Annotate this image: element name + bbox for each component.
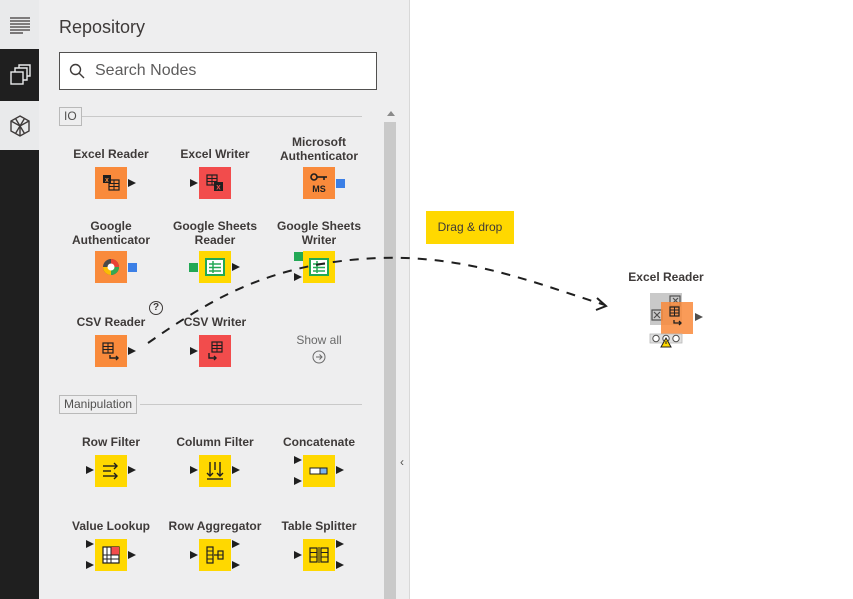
side-rail <box>0 0 39 599</box>
node-label: CSV Writer <box>183 315 247 329</box>
category-label-manipulation: Manipulation <box>59 395 138 414</box>
help-icon[interactable]: ? <box>149 301 163 315</box>
list-lines-icon <box>9 16 30 34</box>
input-port <box>294 456 302 464</box>
panel-splitter[interactable]: ‹ <box>398 0 410 599</box>
credential-port <box>336 179 345 188</box>
node-google-authenticator[interactable] <box>95 251 127 283</box>
node-label: Row Filter <box>81 435 140 449</box>
repository-tab[interactable] <box>0 101 39 150</box>
output-port <box>232 561 240 569</box>
category-label-io: IO <box>59 107 82 126</box>
node-column-filter[interactable] <box>199 455 231 487</box>
drag-drop-hint: Drag & drop <box>426 211 514 244</box>
node-label: Google Sheets Reader <box>172 219 258 247</box>
node-table-splitter[interactable] <box>303 539 335 571</box>
key-icon: MS <box>303 167 335 199</box>
output-port <box>232 540 240 548</box>
node-concatenate[interactable] <box>303 455 335 487</box>
output-port <box>128 551 136 559</box>
input-port <box>190 179 198 187</box>
credential-port <box>128 263 137 272</box>
column-filter-icon <box>199 455 231 487</box>
input-port <box>294 477 302 485</box>
input-port <box>294 273 302 281</box>
input-port <box>86 466 94 474</box>
node-label: Excel Reader <box>73 147 149 161</box>
node-google-sheets-writer[interactable] <box>303 251 335 283</box>
node-csv-reader[interactable] <box>95 335 127 367</box>
node-label: Value Lookup <box>71 519 150 533</box>
svg-text:x: x <box>105 177 109 184</box>
node-label: Excel Writer <box>180 147 250 161</box>
node-label: Table Splitter <box>281 519 357 533</box>
node-csv-writer[interactable] <box>199 335 231 367</box>
svg-text:MS: MS <box>312 184 326 194</box>
output-port <box>232 263 240 271</box>
panel-title: Repository <box>59 17 146 37</box>
input-port <box>190 466 198 474</box>
scroll-thumb[interactable] <box>384 122 396 599</box>
collapse-chevron-icon[interactable]: ‹ <box>400 455 404 469</box>
node-label: Column Filter <box>176 435 254 449</box>
node-label: CSV Reader <box>76 315 146 329</box>
node-label: Concatenate <box>282 435 356 449</box>
output-port <box>232 466 240 474</box>
cube-icon <box>9 114 30 137</box>
node-row-filter[interactable] <box>95 455 127 487</box>
input-port <box>294 551 302 559</box>
scroll-up-arrow[interactable] <box>387 111 395 116</box>
output-port <box>128 347 136 355</box>
show-all-label: Show all <box>296 333 342 347</box>
value-lookup-icon <box>95 539 127 571</box>
show-all-link[interactable]: Show all <box>283 333 355 367</box>
scrollbar[interactable] <box>384 108 397 599</box>
credential-port <box>189 263 198 272</box>
arrow-circle-icon <box>312 350 326 364</box>
credential-port <box>294 252 303 261</box>
row-aggregator-icon <box>199 539 231 571</box>
input-port <box>86 540 94 548</box>
node-label: Google Sheets Writer <box>276 219 362 247</box>
output-port <box>336 561 344 569</box>
input-port <box>190 347 198 355</box>
output-port <box>128 179 136 187</box>
output-port <box>336 466 344 474</box>
search-icon <box>69 63 85 79</box>
node-label: Row Aggregator <box>168 519 262 533</box>
output-port <box>336 540 344 548</box>
node-excel-reader[interactable]: x <box>95 167 127 199</box>
node-label: Google Authenticator <box>72 219 150 247</box>
node-microsoft-authenticator[interactable]: MS <box>303 167 335 199</box>
csv-reader-icon <box>95 335 127 367</box>
sheets-reader-icon <box>199 251 231 283</box>
google-icon <box>95 251 127 283</box>
excel-reader-icon: x <box>95 167 127 199</box>
node-google-sheets-reader[interactable] <box>199 251 231 283</box>
category-divider <box>140 404 362 405</box>
node-value-lookup[interactable] <box>95 539 127 571</box>
csv-writer-icon <box>199 335 231 367</box>
sheets-writer-icon <box>303 251 335 283</box>
node-label: Microsoft Authenticator <box>280 135 358 163</box>
dropped-node-label: Excel Reader <box>628 270 704 284</box>
search-box[interactable] <box>59 52 377 90</box>
concatenate-icon <box>303 455 335 487</box>
stacked-windows-icon <box>9 63 31 85</box>
input-port <box>190 551 198 559</box>
row-filter-icon <box>95 455 127 487</box>
dropped-excel-reader-node[interactable] <box>644 290 706 350</box>
search-input[interactable] <box>95 53 365 89</box>
input-port <box>86 561 94 569</box>
category-divider <box>82 116 362 117</box>
table-splitter-icon <box>303 539 335 571</box>
excel-writer-icon: x <box>199 167 231 199</box>
workflow-nav-tab[interactable] <box>0 50 39 99</box>
node-excel-writer[interactable]: x <box>199 167 231 199</box>
repository-panel: Repository IO Excel Reader x Excel Write… <box>39 0 398 599</box>
svg-text:x: x <box>216 183 221 192</box>
description-tab[interactable] <box>0 0 39 49</box>
output-port <box>128 466 136 474</box>
node-row-aggregator[interactable] <box>199 539 231 571</box>
